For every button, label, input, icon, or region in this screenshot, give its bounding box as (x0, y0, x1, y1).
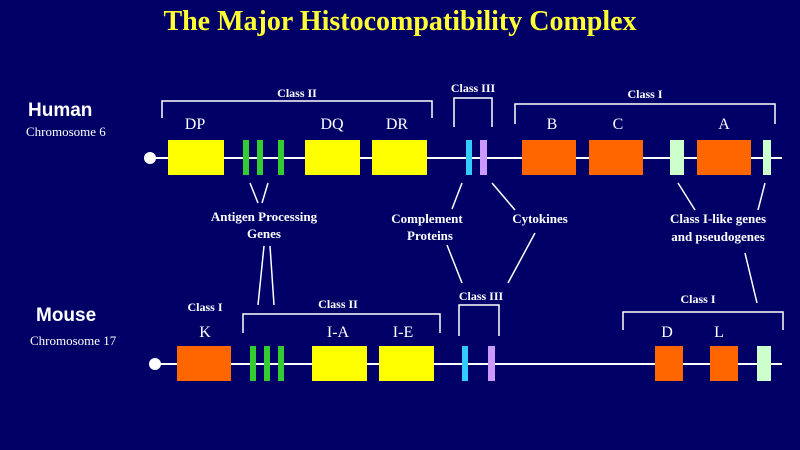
mouse-cytokine-block (488, 346, 495, 381)
mouse-class-ii-label: Class II (318, 297, 358, 311)
page-title: The Major Histocompatibility Complex (163, 6, 636, 37)
mouse-gene-ia-block (312, 346, 367, 381)
mouse-antigen-processing-block-3 (278, 346, 284, 381)
human-centromere (144, 152, 156, 164)
gene-label-c: C (613, 116, 624, 133)
gene-label-a: A (718, 116, 730, 133)
gene-label-dq: DQ (320, 116, 344, 133)
antigen-processing-label-line1: Antigen Processing (211, 209, 318, 224)
cytokines-label: Cytokines (512, 211, 568, 226)
mouse-antigen-processing-block-2 (264, 346, 270, 381)
human-chromosome-label: Chromosome 6 (26, 124, 106, 139)
mouse-class-i-dl-bracket (622, 311, 784, 330)
human-class-i-bracket (514, 103, 776, 124)
human-gene-c-block (589, 140, 643, 175)
gene-label-ia: I-A (327, 324, 350, 341)
human-antigen-processing-block-3 (278, 140, 284, 175)
human-complement-block (466, 140, 472, 175)
human-class-i-like-block-1 (670, 140, 684, 175)
complement-label-line2: Proteins (407, 228, 453, 243)
human-class-iii-label: Class III (451, 81, 496, 95)
mouse-gene-d-block (655, 346, 683, 381)
gene-label-b: B (547, 116, 558, 133)
human-gene-dr-block (372, 140, 427, 175)
mouse-class-i-dl-label: Class I (680, 292, 715, 306)
antigen-processing-label-line2: Genes (247, 226, 281, 241)
gene-label-d: D (661, 324, 673, 341)
mouse-gene-k-block (177, 346, 231, 381)
gene-label-ie: I-E (393, 324, 413, 341)
mouse-gene-ie-block (379, 346, 434, 381)
mouse-chromosome-label: Chromosome 17 (30, 333, 117, 348)
human-gene-a-block (697, 140, 751, 175)
human-class-i-like-block-2 (763, 140, 771, 175)
class-i-like-label-line1: Class I-like genes (670, 211, 766, 226)
human-gene-b-block (522, 140, 576, 175)
human-gene-dp-block (168, 140, 224, 175)
mouse-class-iii-label: Class III (459, 289, 504, 303)
mouse-species-label: Mouse (36, 305, 96, 326)
human-class-iii-bracket (453, 97, 493, 127)
human-antigen-processing-block-2 (257, 140, 263, 175)
human-class-i-label: Class I (627, 87, 662, 101)
human-cytokine-block (480, 140, 487, 175)
human-class-ii-bracket (161, 100, 433, 118)
mouse-class-ii-bracket (242, 313, 441, 333)
gene-label-dr: DR (386, 116, 409, 133)
mouse-class-i-k-label: Class I (187, 300, 222, 314)
gene-label-l: L (714, 324, 724, 341)
human-gene-dq-block (305, 140, 360, 175)
mouse-class-i-like-block (757, 346, 771, 381)
human-class-ii-label: Class II (277, 86, 317, 100)
gene-label-k: K (199, 324, 211, 341)
mouse-centromere (149, 358, 161, 370)
human-species-label: Human (28, 100, 92, 121)
mouse-class-iii-bracket (458, 304, 500, 336)
mouse-gene-l-block (710, 346, 738, 381)
human-antigen-processing-block-1 (243, 140, 249, 175)
connector-lines (249, 182, 766, 306)
mouse-antigen-processing-block-1 (250, 346, 256, 381)
class-i-like-label-line2: and pseudogenes (671, 229, 765, 244)
gene-label-dp: DP (185, 116, 206, 133)
complement-label-line1: Complement (391, 211, 463, 226)
mouse-complement-block (462, 346, 468, 381)
